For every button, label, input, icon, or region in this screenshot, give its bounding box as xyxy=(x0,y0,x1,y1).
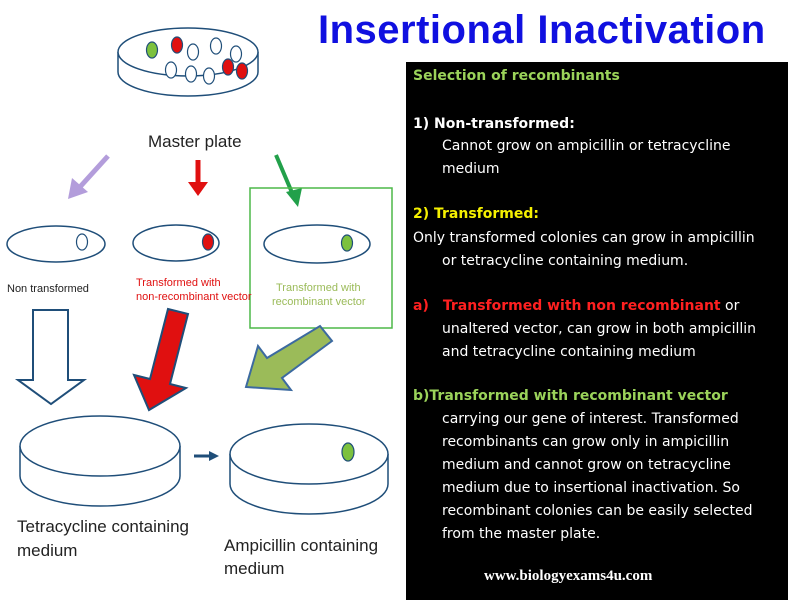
tetracycline-plate xyxy=(19,415,181,507)
red-block-arrow xyxy=(132,307,190,412)
section1-title: 1) Non-transformed: xyxy=(413,116,575,132)
section2-title: 2) Transformed: xyxy=(413,206,539,222)
colony-green xyxy=(340,234,354,252)
colony-white xyxy=(229,45,243,63)
hollow-down-arrow xyxy=(14,309,88,406)
green-block-arrow xyxy=(244,324,334,392)
green-arrow xyxy=(274,154,302,207)
colony-white xyxy=(75,233,89,251)
colony-red xyxy=(221,58,235,76)
purple-arrow xyxy=(68,154,110,199)
colony-green xyxy=(145,41,159,59)
plate-recombinant xyxy=(263,224,371,264)
recombinant-label-line1: Transformed with xyxy=(276,282,361,294)
red-arrow xyxy=(188,160,208,196)
tetracycline-label-line2: medium xyxy=(17,541,78,560)
subsection-b-line3: medium and cannot grow on tetracycline xyxy=(442,457,731,473)
subsection-a-tail: or xyxy=(720,298,740,314)
page-title: Insertional Inactivation xyxy=(318,8,766,52)
subsection-b-line6: from the master plate. xyxy=(442,526,601,542)
subsection-b-line5: recombinant colonies can be easily selec… xyxy=(442,503,753,519)
master-plate-label: Master plate xyxy=(148,132,242,151)
ampicillin-plate xyxy=(229,423,389,515)
small-right-arrow xyxy=(194,451,219,461)
colony-white xyxy=(184,65,198,83)
colony-red xyxy=(235,62,249,80)
subsection-b-line2: recombinants can grow only in ampicillin xyxy=(442,434,730,450)
subsection-b-line1: carrying our gene of interest. Transform… xyxy=(442,411,739,427)
non-transformed-label: Non transformed xyxy=(7,283,89,295)
subsection-b-line4: medium due to insertional inactivation. … xyxy=(442,480,740,496)
subsection-a-highlight: Transformed with non recombinant xyxy=(442,298,721,314)
selection-info-panel: Selection of recombinants 1) Non-transfo… xyxy=(406,62,788,600)
section2-line1: Only transformed colonies can grow in am… xyxy=(413,230,755,246)
plate-non-recombinant xyxy=(132,224,220,262)
ampicillin-label-line2: medium xyxy=(224,559,285,578)
recombinant-label-line2: recombinant vector xyxy=(272,296,366,308)
non-recombinant-label-line2: non-recombinant vector xyxy=(136,291,252,303)
section1-line2: medium xyxy=(442,161,500,177)
colony-red xyxy=(170,36,184,54)
section1-line1: Cannot grow on ampicillin or tetracyclin… xyxy=(442,138,731,154)
non-recombinant-label-line1: Transformed with xyxy=(136,277,221,289)
insertional-inactivation-diagram xyxy=(6,27,393,515)
colony-white xyxy=(202,67,216,85)
plate-non-transformed xyxy=(6,225,106,263)
colony-white xyxy=(164,61,178,79)
master-plate xyxy=(117,27,259,97)
tetracycline-label-line1: Tetracycline containing xyxy=(17,517,189,536)
info-heading: Selection of recombinants xyxy=(413,68,620,84)
colony-green xyxy=(341,442,355,462)
ampicillin-label-line1: Ampicillin containing xyxy=(224,536,379,555)
colony-white xyxy=(186,43,200,61)
website-link[interactable]: www.biologyexams4u.com xyxy=(484,568,653,584)
section2-line2: or tetracycline containing medium. xyxy=(442,253,689,269)
colony-red xyxy=(201,233,215,251)
colony-white xyxy=(209,37,223,55)
subsection-b-title: b)Transformed with recombinant vector xyxy=(413,388,728,404)
subsection-a-line3: and tetracycline containing medium xyxy=(442,344,696,360)
subsection-a-prefix: a) xyxy=(413,298,429,314)
subsection-a-line2: unaltered vector, can grow in both ampic… xyxy=(442,321,757,337)
subsection-a-line1: a) Transformed with non recombinant or xyxy=(413,298,739,314)
